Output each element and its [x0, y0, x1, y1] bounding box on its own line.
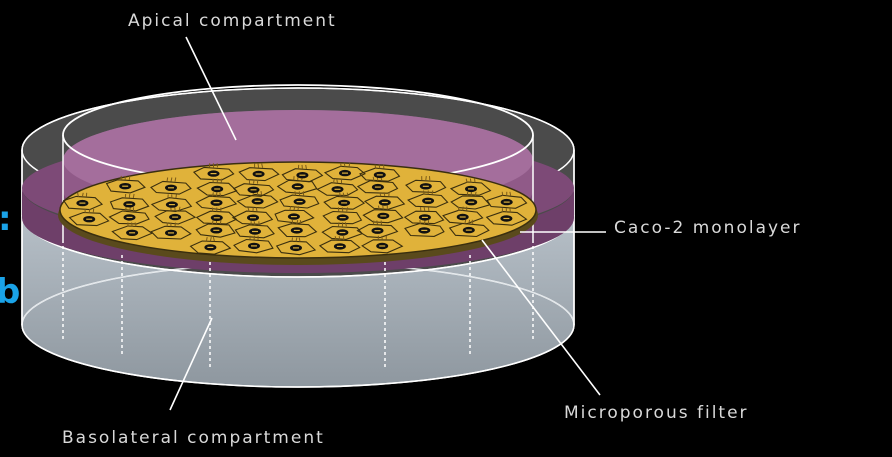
microvilli	[300, 220, 301, 224]
microvilli	[167, 178, 168, 182]
microvilli	[306, 165, 307, 169]
apical-compartment-label: Apical compartment	[128, 13, 337, 30]
microvilli	[510, 208, 511, 212]
caco2-monolayer-label: Caco-2 monolayer	[614, 220, 802, 237]
microvilli	[379, 165, 380, 169]
microvilli	[463, 207, 464, 211]
microvilli	[129, 176, 130, 180]
cut-off-text-line-1: :	[0, 202, 12, 236]
microporous-filter-label: Microporous filter	[564, 405, 749, 422]
microvilli	[335, 236, 336, 240]
microvilli	[220, 220, 221, 224]
microvilli	[373, 177, 374, 181]
microvilli	[343, 236, 344, 240]
microvilli	[93, 209, 94, 213]
microvilli	[383, 206, 384, 210]
microvilli	[258, 164, 259, 168]
microvilli	[298, 206, 299, 210]
microvilli	[261, 191, 262, 195]
microvilli	[472, 220, 473, 224]
microvilli	[254, 236, 255, 240]
microvilli	[89, 209, 90, 213]
basolateral-compartment-label: Basolateral compartment	[62, 430, 325, 447]
microvilli	[254, 180, 255, 184]
microvilli	[221, 179, 222, 183]
microvilli	[426, 176, 427, 180]
microvilli	[334, 179, 335, 183]
microvilli	[339, 236, 340, 240]
microvilli	[467, 192, 468, 196]
cut-off-text-line-2: b	[0, 275, 20, 309]
microvilli	[212, 208, 213, 212]
microvilli	[470, 179, 471, 183]
microvilli	[338, 222, 339, 226]
microvilli	[377, 221, 378, 225]
microvilli	[167, 223, 168, 227]
microvilli	[337, 179, 338, 183]
microvilli	[126, 207, 127, 211]
microvilli	[220, 192, 221, 196]
microvilli	[132, 223, 133, 227]
microvilli	[292, 238, 293, 242]
microvilli	[129, 194, 130, 198]
microvilli	[432, 191, 433, 195]
microvilli	[424, 191, 425, 195]
microvilli	[502, 192, 503, 196]
microvilli	[176, 194, 177, 198]
microvilli	[290, 206, 291, 210]
microvilli	[295, 191, 296, 195]
caco2-monolayer	[58, 162, 538, 265]
microvilli	[292, 220, 293, 224]
